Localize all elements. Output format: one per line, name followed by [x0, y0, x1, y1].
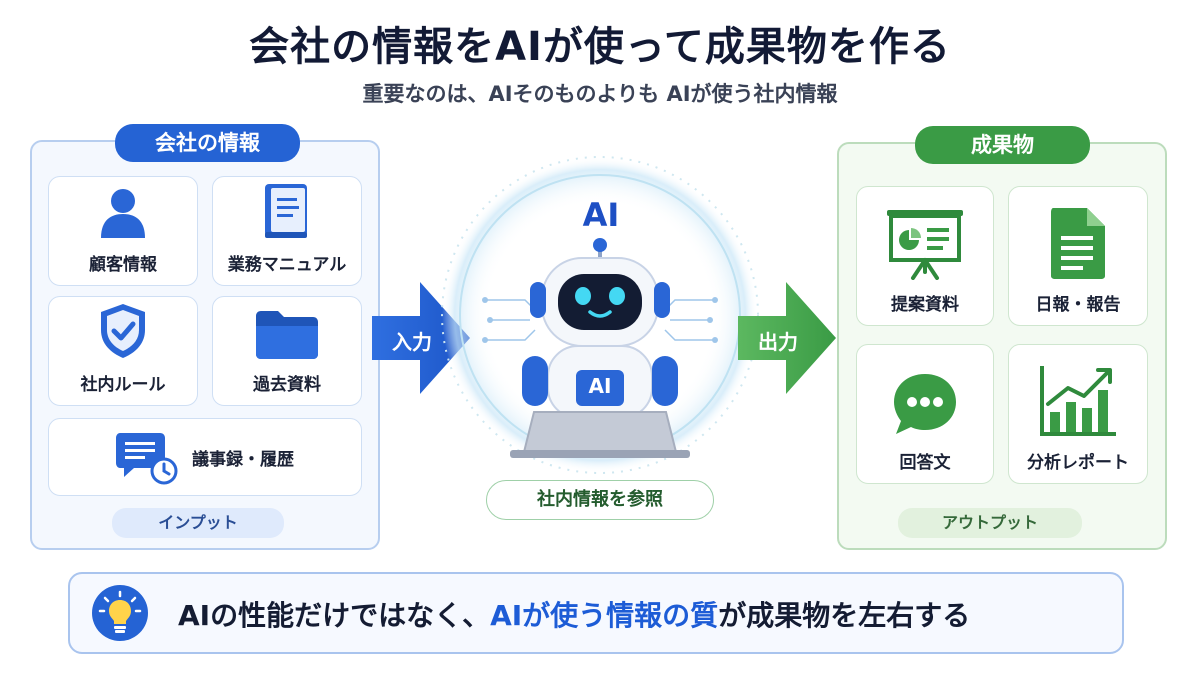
ai-heading: AI [582, 196, 620, 234]
output-footer-label: アウトプット [898, 508, 1082, 538]
input-card-label: 社内ルール [80, 375, 166, 395]
input-panel-title: 会社の情報 [115, 124, 300, 162]
manual-book-icon [265, 184, 307, 238]
chat-clock-icon [116, 433, 178, 485]
key-message-banner [68, 572, 1124, 654]
person-icon [101, 189, 145, 238]
input-arrow [372, 282, 470, 394]
key-message-highlight: AIが使う情報の質 [490, 599, 719, 632]
input-card-label: 顧客情報 [89, 255, 157, 275]
input-card-label: 業務マニュアル [227, 255, 347, 275]
output-card-analysis-report: 分析レポート [1008, 344, 1148, 484]
output-panel-title: 成果物 [915, 126, 1090, 164]
output-arrow [738, 282, 836, 394]
folder-icon [256, 311, 318, 359]
robot-chest-label: AI [588, 374, 612, 398]
center-caption: 社内情報を参照 [486, 480, 714, 520]
input-card-label: 過去資料 [253, 375, 321, 395]
output-card-label: 提案資料 [891, 295, 959, 315]
document-icon [1051, 208, 1105, 279]
page-title: 会社の情報をAIが使って成果物を作る [249, 24, 951, 70]
input-arrow-label: 入力 [392, 330, 432, 354]
speech-bubble-icon [894, 374, 956, 434]
presentation-icon [887, 210, 963, 280]
output-card-label: 回答文 [899, 453, 951, 473]
output-card-daily-report: 日報・報告 [1008, 186, 1148, 326]
input-card-customer: 顧客情報 [48, 176, 198, 286]
bar-chart-icon [1040, 366, 1116, 436]
input-card-label: 議事録・履歴 [192, 449, 294, 470]
page-subtitle: 重要なのは、AIそのものよりも AIが使う社内情報 [362, 82, 838, 106]
key-message-part1: AIの性能だけではなく、 [178, 599, 491, 632]
key-message-text: AIの性能だけではなく、AIが使う情報の質が成果物を左右する [178, 594, 970, 634]
lightbulb-icon [92, 585, 148, 641]
output-card-label: 分析レポート [1027, 453, 1129, 473]
output-card-answer: 回答文 [856, 344, 994, 484]
ai-robot-graphic [441, 156, 759, 474]
input-card-past-docs: 過去資料 [212, 296, 362, 406]
input-card-minutes: 議事録・履歴 [48, 418, 362, 496]
output-arrow-label: 出力 [758, 330, 798, 354]
output-card-proposal: 提案資料 [856, 186, 994, 326]
output-card-label: 日報・報告 [1035, 295, 1121, 315]
shield-check-icon [101, 304, 145, 358]
input-card-rules: 社内ルール [48, 296, 198, 406]
key-message-part2: が成果物を左右する [718, 599, 971, 632]
input-card-manual: 業務マニュアル [212, 176, 362, 286]
input-footer-label: インプット [112, 508, 284, 538]
